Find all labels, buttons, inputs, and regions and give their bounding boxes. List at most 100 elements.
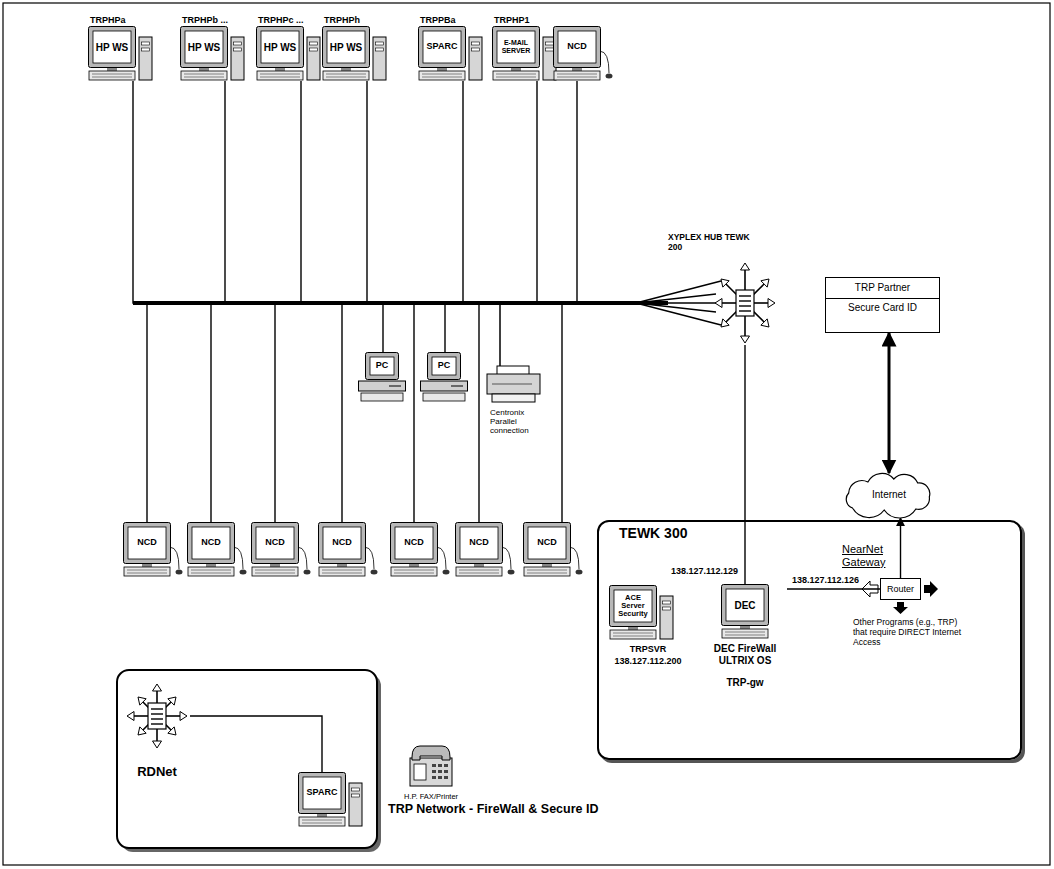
mouse-cord — [170, 547, 179, 569]
pc-case — [359, 381, 406, 391]
mouse-cord — [234, 547, 243, 569]
keyboard — [89, 71, 135, 80]
monitor-bezel — [299, 773, 346, 814]
computer-symbol: NCD — [251, 522, 313, 577]
computer-symbol: NCD — [553, 26, 615, 81]
screen-text: NCD — [558, 31, 596, 63]
screen-text: NCD — [128, 527, 166, 559]
tower-case — [139, 37, 152, 80]
router-down-arrow — [893, 602, 908, 614]
monitor-screen — [185, 31, 223, 63]
computer-symbol: SPARC — [418, 26, 483, 81]
drive-bay — [234, 42, 242, 45]
fan-line — [636, 303, 721, 325]
drive-bay — [376, 42, 384, 45]
mouse-cord — [298, 547, 307, 569]
screen-text: NCD — [460, 527, 498, 559]
firewall-computer: DECDEC FireWall ULTRIX OSTRP-gw — [703, 584, 787, 689]
printer-symbol — [487, 366, 540, 402]
keyboard-keys — [725, 632, 765, 633]
hub-arrowhead — [761, 319, 769, 327]
drive-bay — [142, 48, 150, 51]
ncd-terminal: NCD — [455, 522, 517, 577]
fan-line — [636, 294, 716, 303]
mouse — [443, 570, 450, 575]
monitor-screen — [558, 31, 596, 63]
drive-slot — [389, 386, 401, 387]
keyboard-keys — [127, 570, 167, 571]
ip-address: 138.127.112.126 — [791, 575, 860, 586]
monitor-screen — [192, 527, 230, 559]
keyboard-keys — [496, 74, 536, 75]
keyboard-keys — [613, 633, 653, 634]
hub-arrowhead — [741, 263, 750, 270]
drive-bay — [472, 48, 480, 51]
keyboard-keys — [322, 573, 362, 574]
keyboard-keys — [184, 77, 224, 78]
cloud-name: Internet — [872, 489, 906, 501]
monitor-neck — [142, 564, 152, 567]
monitor-neck — [341, 68, 351, 71]
screen-text: PC — [432, 357, 456, 375]
fax-key — [444, 764, 448, 767]
monitor-screen — [726, 589, 764, 621]
fax-key — [438, 764, 442, 767]
tower-case — [373, 37, 386, 80]
host-name: TRPHPh — [322, 14, 387, 26]
network-link — [787, 588, 880, 589]
fax-key — [438, 776, 442, 779]
monitor-neck — [409, 564, 419, 567]
mouse-cord — [365, 547, 374, 569]
drive-bay — [352, 788, 360, 791]
monitor-neck — [270, 564, 280, 567]
monitor-bezel — [493, 27, 540, 68]
keyboard — [423, 393, 465, 401]
hub-port — [151, 718, 163, 719]
monitor-neck — [511, 68, 521, 71]
cloud-outline — [846, 473, 930, 518]
edge-label-box: 138.127.112.126 — [791, 575, 860, 586]
computer-drawing — [251, 522, 313, 577]
keyboard-keys — [725, 635, 765, 636]
fax-key — [444, 770, 448, 773]
hub-body — [736, 290, 754, 316]
monitor-bezel — [554, 27, 601, 68]
screen-text: SPARC — [423, 31, 461, 63]
hub-arrowhead — [721, 319, 729, 327]
screen-text: HP WS — [327, 31, 365, 63]
screen-text: HP WS — [185, 31, 223, 63]
hub-arrowhead — [721, 279, 729, 287]
computer-drawing — [298, 772, 363, 827]
monitor-screen — [423, 31, 461, 63]
hub-port — [739, 305, 751, 306]
screen-text: NCD — [528, 527, 566, 559]
keyboard-keys — [322, 570, 362, 571]
keyboard — [493, 71, 539, 80]
page-frame — [3, 3, 1050, 865]
fax-keypad — [432, 764, 448, 779]
keyboard — [124, 567, 170, 576]
bus-drop — [211, 303, 668, 522]
drive-bay — [663, 601, 671, 604]
drive-bay — [472, 42, 480, 45]
monitor-screen — [528, 527, 566, 559]
monitor-bezel — [524, 523, 571, 564]
fax-key — [444, 776, 448, 779]
screen-text: E-MAIL SERVER — [497, 31, 535, 63]
keyboard — [419, 71, 465, 80]
hub-arrowhead — [168, 727, 176, 735]
hub-arrowhead — [138, 697, 146, 705]
mouse — [371, 570, 378, 575]
hub-arrowhead — [153, 741, 162, 748]
host-name: TRPHPc ... — [256, 14, 321, 26]
computer-drawing — [88, 26, 153, 81]
hub-arrowhead — [168, 697, 176, 705]
monitor-screen — [432, 357, 456, 375]
keyboard-keys — [260, 74, 300, 75]
keyboard-keys — [496, 77, 536, 78]
monitor-bezel — [366, 353, 399, 380]
fax-symbol — [410, 746, 452, 786]
bus-drop — [225, 81, 668, 303]
computer-drawing — [523, 522, 585, 577]
